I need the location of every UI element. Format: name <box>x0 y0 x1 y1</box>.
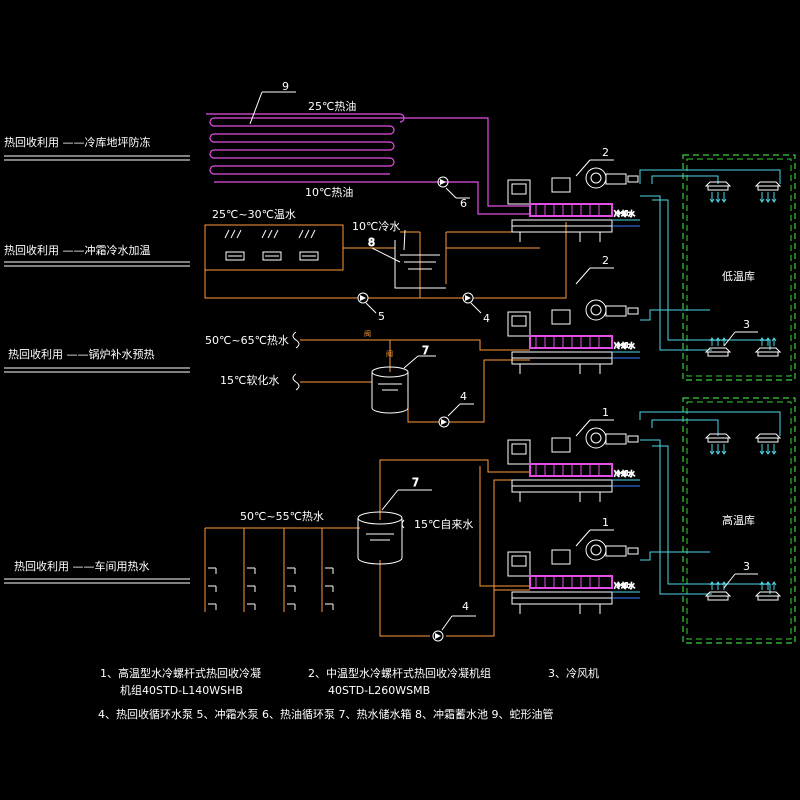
hot-water-tank-7-workshop: 7 <box>357 476 432 565</box>
heat-recovery-pump-4a: 4 <box>462 292 490 325</box>
legend-line-1: 1、高温型水冷螺杆式热回收冷凝 <box>100 666 261 680</box>
heat-recovery-pump-4c: 4 <box>432 600 476 642</box>
callout-1-lower: 1 <box>602 516 609 529</box>
chiller-unit-2a: 冷却水 <box>507 167 640 242</box>
left-label-group-2: 热回收利用 ——冲霜冷水加温 <box>4 243 190 267</box>
callout-6: 6 <box>460 197 467 210</box>
chiller-unit-1b: 冷却水 <box>507 539 640 614</box>
label-hot-oil-25: 25℃热油 <box>308 99 356 113</box>
warm-water-spray-units <box>224 229 319 261</box>
air-coolers <box>704 181 782 601</box>
heat-exchanger <box>529 463 613 477</box>
serpentine-oil-pipe <box>206 113 530 215</box>
left-label-defrost-water-heating: 热回收利用 ——冲霜冷水加温 <box>4 243 151 257</box>
unit-callouts <box>575 159 614 547</box>
heat-exchanger <box>529 575 613 589</box>
left-label-workshop-hot-water: 热回收利用 ——车间用热水 <box>14 559 150 573</box>
defrost-storage-tank-8: 8 <box>368 229 446 289</box>
left-label-group-4: 热回收利用 ——车间用热水 <box>4 559 190 584</box>
boiler-preheat-pipes <box>300 339 530 423</box>
legend-line-2: 机组40STD-L140WSHB <box>120 683 243 697</box>
air-cooler-unit <box>754 433 782 455</box>
air-cooler-unit <box>754 181 782 203</box>
callout-4-top: 4 <box>483 312 490 325</box>
label-low-temp-room: 低温库 <box>722 270 755 283</box>
left-label-group-3: 热回收利用 ——锅炉补水预热 <box>4 347 190 373</box>
workshop-pipes <box>204 459 530 637</box>
callout-7-workshop: 7 <box>412 476 419 489</box>
legend-line-1b: 2、中温型水冷螺杆式热回收冷凝机组 <box>308 666 491 680</box>
heat-exchanger <box>529 335 613 349</box>
chiller-unit-2b: 冷却水 <box>507 299 640 374</box>
low-temp-cold-room: 低温库 <box>682 154 796 381</box>
unit-cooling-water-label: 冷却水 <box>614 581 635 590</box>
callout-8: 8 <box>368 236 375 249</box>
oil-circulation-pump-6: 6 <box>437 176 470 210</box>
air-cooler-unit <box>754 581 782 601</box>
wave-breaks-boiler <box>292 331 300 391</box>
air-cooler-pipes <box>639 169 781 595</box>
air-cooler-unit <box>704 337 732 357</box>
hot-water-tank-7-boiler: 7 <box>371 344 436 414</box>
callout-9: 9 <box>282 80 289 93</box>
air-cooler-unit <box>704 581 732 601</box>
left-label-group-1: 热回收利用 ——冷库地坪防冻 <box>4 135 190 161</box>
label-cold-water: 10℃冷水 <box>352 220 400 233</box>
callout-3-low: 3 <box>743 318 750 331</box>
legend-line-1c: 3、冷风机 <box>548 666 599 680</box>
air-cooler-unit <box>704 433 732 455</box>
workshop-taps <box>208 567 334 610</box>
unit-cooling-water-label: 冷却水 <box>614 209 635 218</box>
label-high-temp-room: 高温库 <box>722 513 755 527</box>
callout-2-top: 2 <box>602 146 609 159</box>
callout-1-upper: 1 <box>602 406 609 419</box>
legend-line-2b: 40STD-L260WSMB <box>328 684 430 697</box>
callout-3-high: 3 <box>743 560 750 573</box>
unit-cooling-water-label: 冷却水 <box>614 469 635 478</box>
callout-2-mid: 2 <box>602 254 609 267</box>
legend-line-3: 4、热回收循环水泵 5、冲霜水泵 6、热油循环泵 7、热水储水箱 8、冲霜蓄水池… <box>98 707 553 721</box>
air-cooler-unit <box>754 337 782 357</box>
defrost-pump-5: 5 <box>357 292 385 323</box>
svg-text:阀: 阀 <box>386 349 393 358</box>
heat-exchanger <box>529 203 613 217</box>
label-hot-water-workshop: 50℃~55℃热水 <box>240 510 324 523</box>
chiller-unit-1a: 冷却水 <box>507 427 640 502</box>
label-softened-water: 15℃软化水 <box>220 373 279 387</box>
left-label-floor-antifreeze: 热回收利用 ——冷库地坪防冻 <box>4 135 151 149</box>
high-temp-cold-room: 高温库 <box>682 397 796 644</box>
label-hot-water-boiler: 50℃~65℃热水 <box>205 334 289 347</box>
left-label-boiler-preheat: 热回收利用 ——锅炉补水预热 <box>8 347 155 361</box>
air-cooler-unit <box>704 181 732 203</box>
callout-4-workshop: 4 <box>462 600 469 613</box>
callout-7-boiler: 7 <box>422 344 429 357</box>
callout-5: 5 <box>378 310 385 323</box>
defrost-water-section <box>204 222 567 299</box>
heat-recovery-pump-4b: 4 <box>438 390 474 428</box>
unit-cooling-water-label: 冷却水 <box>614 341 635 350</box>
label-warm-water: 25℃~30℃温水 <box>212 208 296 221</box>
callout-4-boiler: 4 <box>460 390 467 403</box>
svg-text:阀: 阀 <box>364 329 371 338</box>
label-tap-water: 15℃自来水 <box>414 518 473 531</box>
label-hot-oil-10: 10℃热油 <box>305 185 353 199</box>
legend: 1、高温型水冷螺杆式热回收冷凝 2、中温型水冷螺杆式热回收冷凝机组 3、冷风机 … <box>98 666 599 721</box>
